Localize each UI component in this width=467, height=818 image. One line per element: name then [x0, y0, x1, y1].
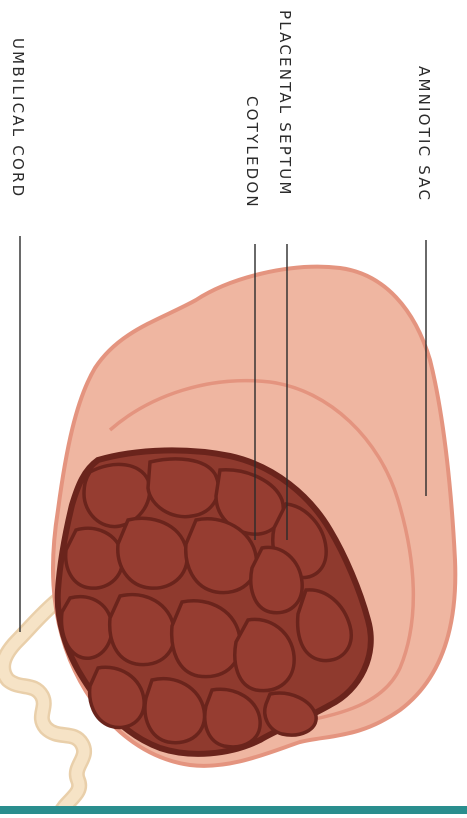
cotyledon-lobe: [66, 528, 123, 588]
label-cotyledon: COTYLEDON: [243, 96, 261, 209]
cotyledon-lobe: [62, 597, 112, 659]
label-amniotic-sac: AMNIOTIC SAC: [415, 66, 433, 202]
cotyledon-lobe: [148, 459, 218, 517]
label-umbilical-cord: UMBILICAL CORD: [9, 38, 27, 198]
bottom-accent-bar: [0, 806, 467, 814]
label-placental-septum: PLACENTAL SEPTUM: [276, 10, 294, 197]
